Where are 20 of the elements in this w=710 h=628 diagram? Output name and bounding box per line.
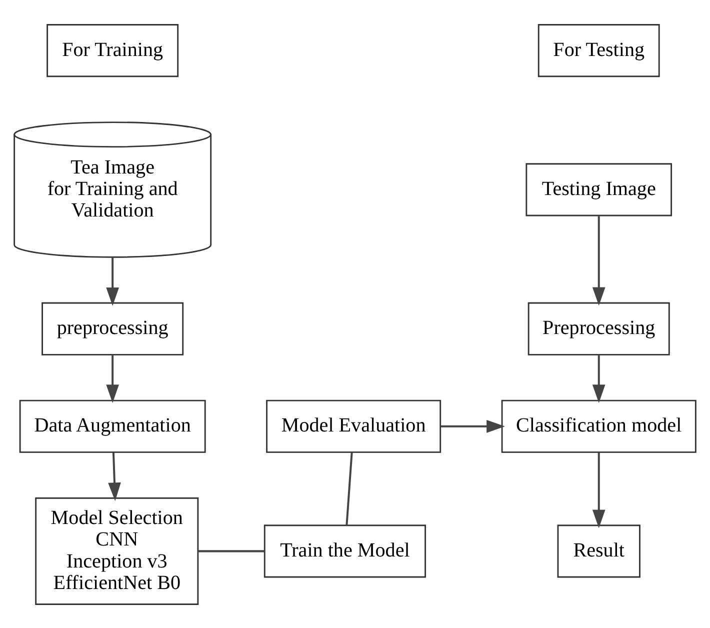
node-box: For Testing: [538, 24, 660, 77]
arrow: [108, 452, 121, 500]
arrow: [106, 354, 120, 402]
node-box: Preprocessing: [528, 302, 670, 355]
node-box: Model Selection CNN Inception v3 EfficientNet B0: [35, 496, 199, 604]
node-box: preprocessing: [42, 302, 184, 355]
node-box: Result: [557, 524, 640, 578]
node-box: Train the Model: [264, 524, 426, 578]
arrow: [592, 354, 606, 402]
node-box: For Training: [46, 24, 179, 77]
arrow: [440, 419, 505, 432]
connector: [346, 452, 353, 525]
node-box: Data Augmentation: [19, 399, 206, 452]
node-box: Model Evaluation: [266, 399, 442, 452]
node-box: Testing Image: [526, 162, 672, 216]
arrow: [592, 452, 606, 528]
arrow: [592, 216, 606, 306]
arrow: [106, 256, 120, 306]
connector: [198, 550, 265, 552]
node-box: Classification model: [501, 399, 696, 452]
